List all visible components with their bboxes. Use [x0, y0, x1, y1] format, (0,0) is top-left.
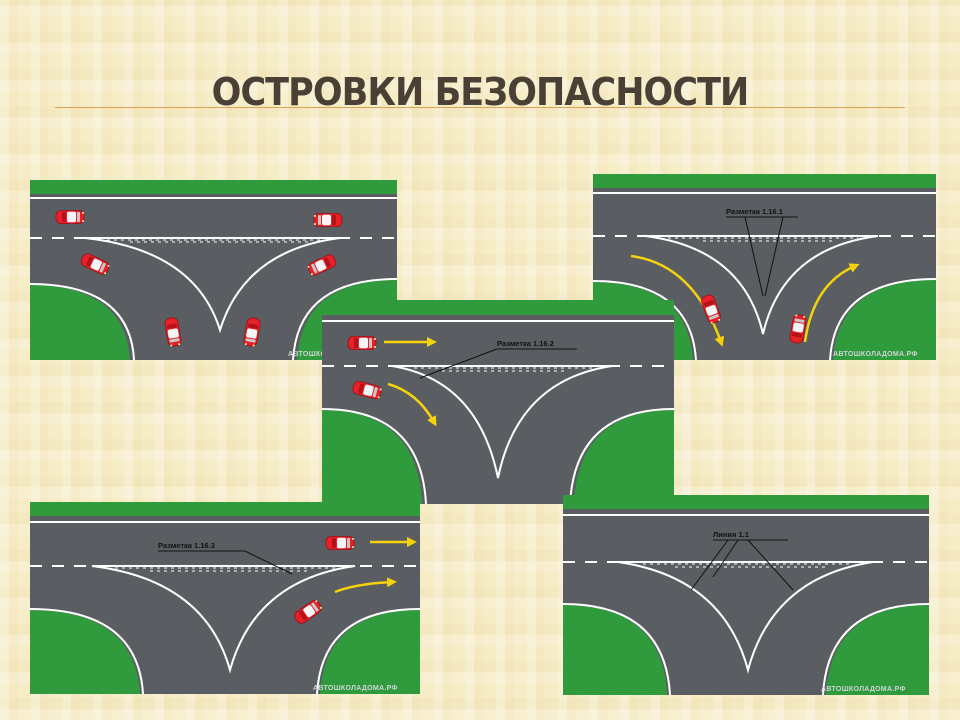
diagram-panel-line-1-1: Линия 1.1 АВТОШКОЛАДОМА.РФ	[563, 495, 929, 695]
watermark: АВТОШКОЛАДОМА.РФ	[833, 351, 918, 358]
callout-label: Разметка 1.16.3	[158, 541, 215, 550]
diagram-panel-marking-1-16-3: Разметка 1.16.3 АВТОШКОЛАДОМА.РФ	[30, 502, 420, 694]
watermark: АВТОШКОЛАДОМА.РФ	[313, 685, 398, 692]
watermark: АВТОШКОЛАДОМА.РФ	[821, 686, 906, 693]
diagram-panel-marking-1-16-2: Разметка 1.16.2	[322, 300, 674, 504]
callout-label: Разметка 1.16.2	[497, 339, 554, 348]
page-title: ОСТРОВКИ БЕЗОПАСНОСТИ	[211, 70, 750, 114]
title-underline	[55, 107, 905, 108]
callout-label: Линия 1.1	[713, 530, 749, 539]
callout-label: Разметка 1.16.1	[726, 207, 783, 216]
